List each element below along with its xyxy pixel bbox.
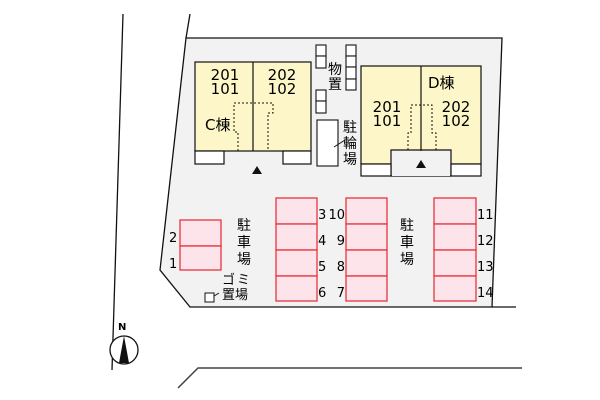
- bicycle-parking-area: [316, 119, 339, 167]
- unit-201: 201: [372, 98, 402, 116]
- parking-numbers-b-right: 10 9 8 7: [328, 208, 345, 301]
- parking-label-right: 駐 車 場: [400, 218, 414, 268]
- north-compass-icon: [109, 335, 139, 365]
- unit-102: 102: [267, 80, 297, 98]
- unit-102: 102: [441, 112, 471, 130]
- parking-group-a: [179, 219, 222, 271]
- stair-outline: [233, 102, 274, 151]
- building-c: [194, 61, 312, 165]
- building-c-name: C棟: [205, 116, 231, 134]
- storage-units: [315, 44, 357, 114]
- parking-group-b-right: [345, 197, 388, 302]
- parking-group-b-left: [275, 197, 318, 302]
- road-line: [177, 367, 522, 389]
- parking-numbers-b-left: 3 4 5 6: [318, 208, 327, 301]
- parking-label-left: 駐 車 場: [237, 218, 251, 268]
- unit-101: 101: [372, 112, 402, 130]
- boundary-line-left: [111, 13, 124, 371]
- compass-north-label: N: [118, 322, 127, 333]
- unit-202: 202: [267, 66, 297, 84]
- entrance-arrow-d-icon: [416, 160, 426, 168]
- balcony-left: [194, 150, 225, 165]
- unit-101: 101: [210, 80, 240, 98]
- garbage-label: ゴミ 置場: [222, 273, 253, 303]
- bicycle-parking-label: 駐 輪 場: [343, 120, 357, 168]
- entrance-arrow-c-icon: [252, 166, 262, 174]
- unit-201: 201: [210, 66, 240, 84]
- balcony-right: [282, 150, 312, 165]
- parking-group-c: [433, 197, 477, 302]
- parking-numbers-c: 11 12 13 14: [477, 208, 494, 301]
- parking-numbers-a: 2 1: [169, 231, 178, 272]
- stair-outline: [407, 104, 437, 150]
- garbage-box-icon: [204, 292, 215, 303]
- building-d-name: D棟: [428, 74, 455, 92]
- unit-202: 202: [441, 98, 471, 116]
- storage-label: 物 置: [328, 62, 342, 93]
